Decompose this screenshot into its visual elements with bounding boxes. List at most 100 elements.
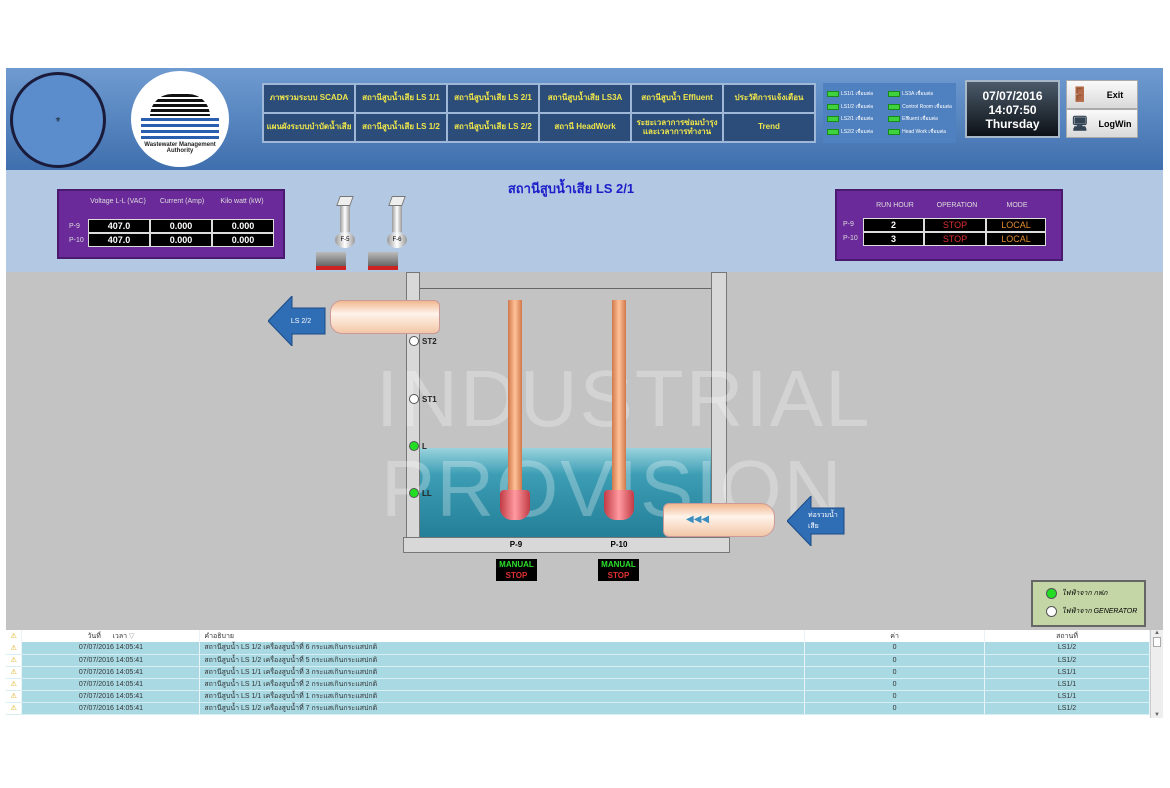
led-icon (888, 116, 901, 123)
status-ls-1-1: LS1/1 เชื่อมต่อ (827, 88, 886, 100)
status-label: Control Room เชื่อมต่อ (902, 103, 952, 110)
warning-icon: ⚠ (6, 678, 23, 691)
level-l: L (409, 441, 427, 451)
nav-maintenance[interactable]: ระยะเวลาการซ่อมบำรุง และเวลาการทำงาน (632, 114, 722, 141)
outlet-arrow-icon (268, 296, 326, 346)
connection-status-panel: LS1/1 เชื่อมต่อ LS3A เชื่อมต่อ LS1/2 เชื… (823, 83, 956, 143)
inlet-label: ท่อรวมน้ำเสีย (808, 512, 838, 530)
alarm-location: LS1/2 (984, 642, 1150, 655)
desc-header[interactable]: คำอธิบาย (199, 630, 806, 642)
alarm-table: ⚠ วันที่ เวลา ▽ คำอธิบาย ค่า สถานที่ ⚠ 0… (6, 630, 1163, 718)
p9-mode: LOCAL (986, 218, 1046, 232)
warning-icon: ⚠ (6, 642, 23, 655)
status-label: LS2/2 เชื่อมต่อ (841, 129, 874, 136)
table-row[interactable]: ⚠ 07/07/2016 14:05:41 สถานีสูบน้ำ LS 1/1… (6, 678, 1150, 691)
power-source-panel: ไฟฟ้าจาก กฟภ ไฟฟ้าจาก GENERATOR (1031, 580, 1146, 627)
date-time-header[interactable]: วันที่ เวลา ▽ (21, 630, 201, 642)
p9-discharge-pipe (508, 300, 522, 490)
level-label: L (422, 441, 427, 451)
status-ls3a: LS3A เชื่อมต่อ (888, 88, 952, 100)
alarm-value: 0 (804, 702, 986, 715)
nav-ls-2-2[interactable]: สถานีสูบน้ำเสีย LS 2/2 (448, 114, 538, 141)
row-label: P-9 (843, 221, 854, 228)
fan-f5[interactable]: F-5 (316, 196, 356, 276)
nav-effluent[interactable]: สถานีสูบน้ำ Effluent (632, 85, 722, 112)
alarm-location: LS1/2 (984, 702, 1150, 715)
nav-ls3a[interactable]: สถานีสูบน้ำเสีย LS3A (540, 85, 630, 112)
p10-label: P-10 (610, 540, 628, 549)
nav-headwork[interactable]: สถานี HeadWork (540, 114, 630, 141)
alarm-description: สถานีสูบน้ำ LS 1/1 เครื่องสูบน้ำที่ 1 กร… (199, 690, 806, 703)
run-status-panel: RUN HOUR OPERATION MODE P-9 P-10 2 STOP … (835, 189, 1063, 261)
header-mode: MODE (1006, 202, 1028, 209)
alarm-datetime: 07/07/2016 14:05:41 (21, 678, 201, 691)
alarm-description: สถานีสูบน้ำ LS 1/2 เครื่องสูบน้ำที่ 7 กร… (199, 702, 806, 715)
alarm-datetime: 07/07/2016 14:05:41 (21, 702, 201, 715)
status-label: LS1/1 เชื่อมต่อ (841, 90, 874, 97)
p9-kw: 0.000 (212, 219, 274, 233)
page-title: สถานีสูบน้ำเสีย LS 2/1 (507, 181, 635, 196)
led-icon (827, 116, 839, 123)
nav-ls-1-1[interactable]: สถานีสูบน้ำเสีย LS 1/1 (356, 85, 446, 112)
p9-state-tag: STOP (496, 570, 537, 581)
level-ll: LL (409, 488, 432, 498)
fan-f6[interactable]: F-6 (368, 196, 408, 276)
status-label: LS3A เชื่อมต่อ (902, 90, 934, 97)
table-row[interactable]: ⚠ 07/07/2016 14:05:41 สถานีสูบน้ำ LS 1/1… (6, 666, 1150, 679)
header-current: Current (Amp) (159, 198, 205, 205)
fan-label: F-6 (387, 232, 407, 248)
led-icon (827, 90, 839, 97)
nav-scada-overview[interactable]: ภาพรวมระบบ SCADA (264, 85, 354, 112)
table-row[interactable]: ⚠ 07/07/2016 14:05:41 สถานีสูบน้ำ LS 1/1… (6, 690, 1150, 703)
level-st1: ST1 (409, 394, 437, 404)
table-row[interactable]: ⚠ 07/07/2016 14:05:41 สถานีสูบน้ำ LS 1/2… (6, 642, 1150, 655)
nav-ls-1-2[interactable]: สถานีสูบน้ำเสีย LS 1/2 (356, 114, 446, 141)
p9-pump[interactable] (500, 490, 530, 520)
nav-trend[interactable]: Trend (724, 114, 814, 141)
level-indicator-icon (409, 336, 419, 346)
table-header: ⚠ วันที่ เวลา ▽ คำอธิบาย ค่า สถานที่ (6, 630, 1150, 642)
nav-alarm-history[interactable]: ประวัติการแจ้งเตือน (724, 85, 814, 112)
power-utility: ไฟฟ้าจาก กฟภ (1046, 588, 1107, 599)
nav-treatment-layout[interactable]: แผนผังระบบบำบัดน้ำเสีย (264, 114, 354, 141)
value-header[interactable]: ค่า (804, 630, 986, 642)
level-label: ST2 (422, 336, 437, 346)
flow-direction-icon: ◀◀◀ (686, 514, 710, 525)
alarm-scrollbar[interactable]: ▲▼ (1150, 630, 1163, 718)
header-operation: OPERATION (936, 202, 978, 209)
outlet-pipe (330, 300, 440, 334)
navigation-grid: ภาพรวมระบบ SCADA สถานีสูบน้ำเสีย LS 1/1 … (262, 83, 816, 143)
alarm-datetime: 07/07/2016 14:05:41 (21, 666, 201, 679)
alarm-description: สถานีสูบน้ำ LS 1/2 เครื่องสูบน้ำที่ 6 กร… (199, 642, 806, 655)
row-label: P-10 (69, 237, 84, 244)
computer-icon: 🖥 (1071, 115, 1089, 131)
location-header[interactable]: สถานที่ (984, 630, 1150, 642)
level-label: ST1 (422, 394, 437, 404)
power-label: ไฟฟ้าจาก กฟภ (1062, 590, 1108, 597)
status-ls-2-1: LS2/1 เชื่อมต่อ (827, 114, 886, 126)
electrical-panel: Voltage L-L (VAC) Current (Amp) Kilo wat… (57, 189, 285, 259)
inlet-arrow-icon (787, 496, 845, 546)
p10-pump[interactable] (604, 490, 634, 520)
table-row[interactable]: ⚠ 07/07/2016 14:05:41 สถานีสูบน้ำ LS 1/2… (6, 654, 1150, 667)
level-indicator-icon (409, 394, 419, 404)
sort-icon: ▽ (129, 632, 135, 640)
day: Thursday (985, 117, 1040, 131)
alarm-location: LS1/1 (984, 690, 1150, 703)
p9-current: 0.000 (150, 219, 212, 233)
nav-ls-2-1[interactable]: สถานีสูบน้ำเสีย LS 2/1 (448, 85, 538, 112)
logwin-button[interactable]: 🖥LogWin (1066, 109, 1138, 138)
alarm-value: 0 (804, 690, 986, 703)
p10-state-tag: STOP (598, 570, 639, 581)
p10-discharge-pipe (612, 300, 626, 490)
fan-label: F-5 (335, 232, 355, 248)
table-row[interactable]: ⚠ 07/07/2016 14:05:41 สถานีสูบน้ำ LS 1/2… (6, 702, 1150, 715)
tank-top-beam (420, 288, 711, 289)
header-kw: Kilo watt (kW) (220, 198, 264, 205)
status-label: LS1/2 เชื่อมต่อ (841, 103, 874, 110)
exit-button[interactable]: 🚪Exit (1066, 80, 1138, 109)
time-header: เวลา (112, 632, 128, 640)
status-label: Head Work เชื่อมต่อ (902, 129, 947, 136)
status-label: Effluent เชื่อมต่อ (902, 116, 939, 123)
